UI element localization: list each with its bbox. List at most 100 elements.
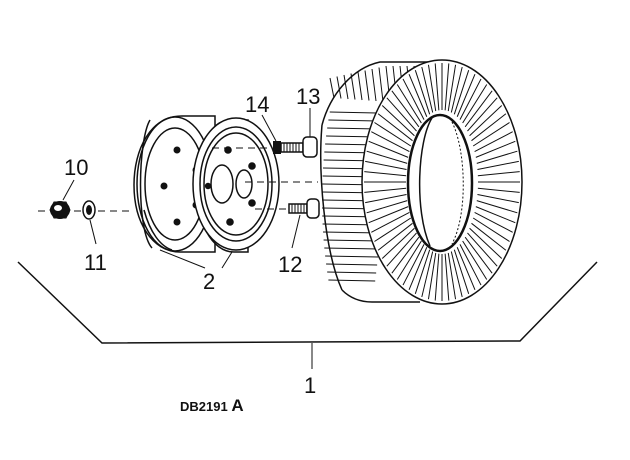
drawing-code-suffix: A xyxy=(231,396,243,415)
sidewall-hatch-line xyxy=(456,247,476,291)
sidewall-hatch-line xyxy=(459,78,482,120)
rim-half-inner xyxy=(133,115,216,253)
tire-bead-opening xyxy=(406,113,474,253)
sidewall-hatch-line xyxy=(396,240,422,280)
sidewall-hatch-line xyxy=(391,90,420,128)
sidewall-hatch-line xyxy=(453,70,470,115)
tread-rib xyxy=(350,73,356,100)
sidewall-hatch-line xyxy=(377,222,413,251)
tread-rib xyxy=(326,263,378,266)
sidewall-hatch-line xyxy=(471,222,507,251)
tread-rib xyxy=(328,279,376,282)
sidewall-hatch-line xyxy=(377,113,413,142)
sidewall-hatch-line xyxy=(477,187,520,193)
sidewall-hatch-line xyxy=(462,240,488,280)
tread-rib xyxy=(371,68,377,102)
sidewall-hatch-line xyxy=(469,105,503,137)
callout-10: 10 xyxy=(64,155,88,180)
sidewall-hatch-line xyxy=(476,200,518,214)
sidewall-hatch-line xyxy=(447,64,457,112)
sidewall-hatch-line xyxy=(474,211,513,233)
sidewall-hatch-line xyxy=(450,66,463,113)
sidewall-hatch-line xyxy=(467,97,498,132)
sidewall-hatch-line xyxy=(381,227,415,259)
sidewall-hatch-line xyxy=(364,171,407,177)
sidewall-hatch-line xyxy=(462,84,488,124)
sidewall-hatch-line xyxy=(472,122,510,147)
sidewall-hatch-line xyxy=(477,194,519,204)
assembly-bracket xyxy=(17,261,598,344)
tread-rib xyxy=(329,77,335,99)
tread-rib xyxy=(323,239,381,242)
sidewall-hatch-line xyxy=(456,73,476,117)
sidewall-hatch-line xyxy=(402,78,425,120)
sidewall-hatch-line xyxy=(366,200,408,214)
sidewall-hatch-line xyxy=(427,64,437,112)
rim-half-outer xyxy=(192,117,280,253)
sidewall-hatch-line xyxy=(477,160,519,170)
tread-rib xyxy=(327,271,377,274)
sidewall-hatch-line xyxy=(408,73,428,117)
sidewall-hatch-line xyxy=(386,97,417,132)
sidewall-hatch-line xyxy=(371,131,410,153)
sidewall-hatch-line xyxy=(475,140,516,158)
washer xyxy=(82,200,96,220)
sidewall-hatch-line xyxy=(450,251,463,298)
tread-rib xyxy=(329,111,377,114)
sidewall-hatch-line xyxy=(427,252,437,300)
tread-rib xyxy=(324,247,380,250)
lug-nut xyxy=(49,201,71,219)
sidewall-hatch-line xyxy=(471,113,507,142)
callout-12: 12 xyxy=(278,252,302,277)
sidewall-hatch-line xyxy=(364,187,407,193)
sidewall-hatch-line xyxy=(366,150,408,164)
sidewall-hatch-line xyxy=(421,251,434,298)
tread-rib xyxy=(357,71,363,101)
sidewall-hatch-line xyxy=(472,217,510,242)
sidewall-hatch-line xyxy=(368,206,409,224)
sidewall-hatch-line xyxy=(396,84,422,124)
sidewall-hatch-line xyxy=(459,244,482,286)
sidewall-hatch-line xyxy=(365,160,407,170)
callout-leader-10 xyxy=(62,179,75,201)
sidewall-hatch-line xyxy=(434,63,440,111)
callout-leader-2b xyxy=(221,251,233,269)
callout-leader-12 xyxy=(291,214,301,249)
sidewall-hatch-line xyxy=(365,194,407,204)
sidewall-hatch-line xyxy=(408,247,428,291)
sidewall-hatch-line xyxy=(447,252,457,300)
sidewall-hatch-line xyxy=(444,253,450,301)
sidewall-hatch-line xyxy=(371,211,410,233)
sidewall-hatch-line xyxy=(414,249,431,294)
tread-rib xyxy=(364,70,370,101)
sidewall-hatch-line xyxy=(391,236,420,274)
sidewall-hatch-line xyxy=(414,70,431,115)
callout-leader-2a xyxy=(159,249,206,269)
sidewall-hatch-line xyxy=(434,253,440,301)
drawing-code-main: DB2191 xyxy=(180,399,231,414)
callout-2: 2 xyxy=(203,269,215,294)
sidewall-hatch-line xyxy=(475,206,516,224)
sidewall-hatch-line xyxy=(469,227,503,259)
bolt-lower xyxy=(288,198,320,219)
sidewall-hatch-line xyxy=(374,122,412,147)
tread-rib xyxy=(343,74,349,100)
tire xyxy=(320,59,523,305)
callout-1: 1 xyxy=(304,373,316,398)
sidewall-hatch-line xyxy=(368,140,409,158)
sidewall-hatch-line xyxy=(421,66,434,113)
tread-rib xyxy=(328,119,378,122)
sidewall-hatch-line xyxy=(381,105,415,137)
tread-rib xyxy=(325,255,379,258)
sidewall-hatch-line xyxy=(402,244,425,286)
sidewall-hatch-line xyxy=(386,232,417,267)
sidewall-hatch-line xyxy=(477,171,520,177)
callout-leader-11 xyxy=(89,219,97,245)
drawing-code: DB2191 A xyxy=(180,396,244,415)
sidewall-hatch-line xyxy=(467,232,498,267)
sidewall-hatch-line xyxy=(464,90,493,128)
bolt-upper xyxy=(273,136,318,158)
sidewall-hatch-line xyxy=(464,236,493,274)
callout-11: 11 xyxy=(84,250,107,275)
